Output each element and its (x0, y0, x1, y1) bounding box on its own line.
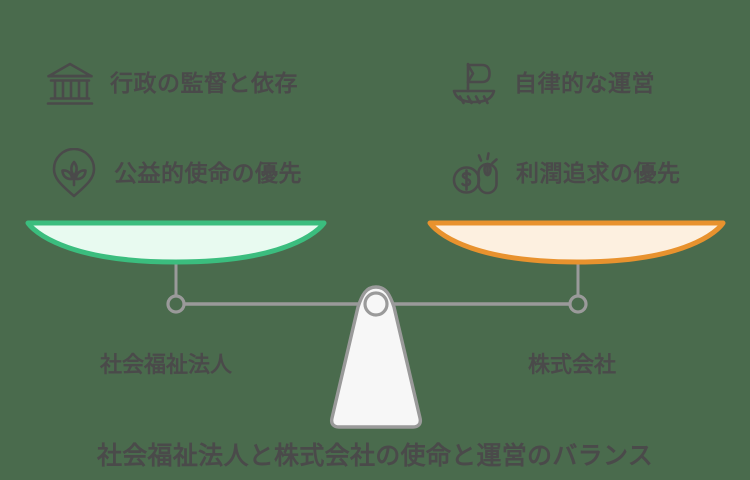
right-pivot-ring (568, 294, 588, 314)
feature-row-government-oversight: 行政の監督と依存 (44, 58, 298, 110)
figure-caption: 社会福祉法人と株式会社の使命と運営のバランス (96, 441, 654, 470)
left-side-label: 社会福祉法人 (100, 353, 233, 378)
feature-label: 公益的使命の優先 (114, 160, 302, 187)
right-pan (427, 220, 726, 265)
money-mouse-icon (452, 152, 498, 195)
left-pan (25, 220, 327, 265)
right-side-label: 株式会社 (528, 353, 617, 378)
feature-label: 利潤追求の優先 (516, 160, 681, 187)
feature-row-public-mission: 公益的使命の優先 (48, 148, 302, 200)
feature-row-profit-priority: 利潤追求の優先 (450, 148, 681, 200)
feature-row-autonomous-management: 自律的な運営 (448, 58, 655, 110)
shield-leaf-icon (52, 148, 96, 198)
bank-building-icon (46, 62, 94, 105)
feature-label: 行政の監督と依存 (110, 70, 298, 97)
left-pivot-ring (166, 294, 186, 314)
fulcrum-pivot-ring (363, 291, 389, 317)
feature-label: 自律的な運営 (514, 70, 655, 97)
sailboat-icon (452, 62, 496, 105)
scale-fulcrum (329, 285, 423, 429)
